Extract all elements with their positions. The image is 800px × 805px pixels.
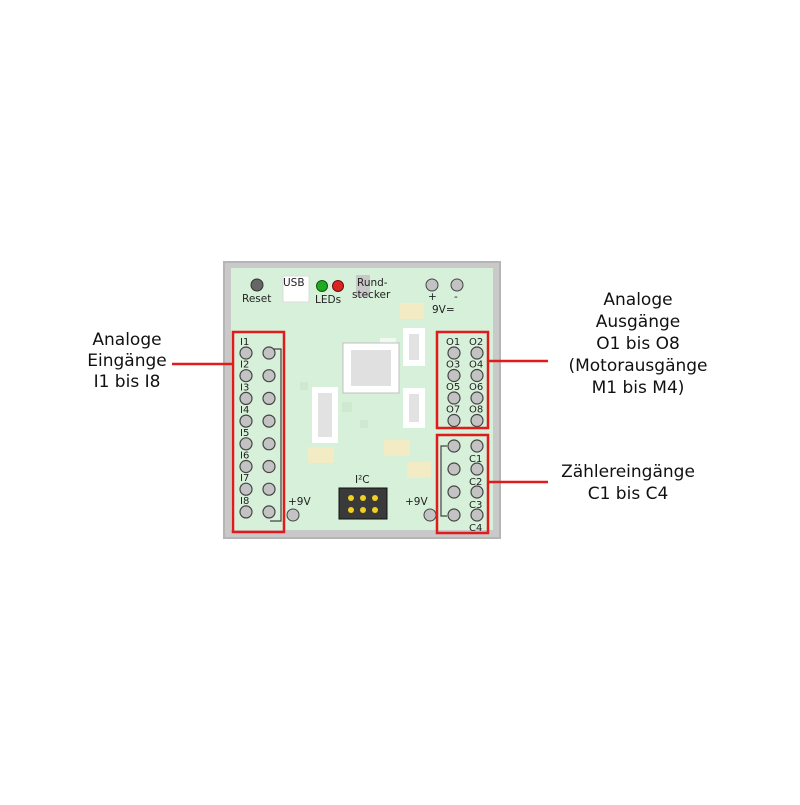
outputs-callout-line: Analoge: [603, 290, 672, 310]
output-pin-o2[interactable]: [470, 346, 484, 360]
rund-label-line1: Rund-: [357, 277, 388, 289]
counter-ground-rail: [440, 445, 447, 517]
ground-rail: [270, 348, 282, 522]
outputs-callout-line: O1 bis O8: [596, 334, 680, 354]
input-ground-pin[interactable]: [262, 459, 276, 474]
power-plus-label: +: [428, 291, 437, 303]
inputs-callout: Analoge Eingänge I1 bis I8: [87, 330, 166, 392]
counters-callout-line: Zählereingänge: [561, 462, 695, 482]
counter-pin-c4[interactable]: [470, 508, 484, 522]
outputs-callout: Analoge Ausgänge O1 bis O8 (Motorausgäng…: [568, 290, 707, 398]
usb-label: USB: [283, 277, 305, 289]
power-minus-pin[interactable]: [450, 278, 464, 292]
leds-label: LEDs: [315, 294, 341, 306]
output-pin-o5[interactable]: [447, 391, 461, 405]
counter-pin-c2[interactable]: [470, 462, 484, 476]
pin-label: O4: [469, 360, 483, 371]
usb-port[interactable]: [282, 275, 310, 303]
pin-label: C2: [469, 477, 482, 488]
pin-label: O8: [469, 405, 483, 416]
counters-callout: Zählereingänge C1 bis C4: [561, 462, 695, 504]
input-pin-i5[interactable]: [239, 437, 253, 451]
input-pin-i7[interactable]: [239, 482, 253, 496]
counters-callout-line: C1 bis C4: [588, 484, 669, 504]
inputs-callout-line: Analoge: [92, 330, 161, 350]
plus9v-right-label: +9V: [405, 496, 428, 508]
reset-button[interactable]: [250, 278, 264, 292]
power-label: 9V=: [432, 304, 455, 316]
counter-pin-c3[interactable]: [470, 485, 484, 499]
input-pin-i1[interactable]: [239, 346, 253, 360]
inputs-callout-line: Eingänge: [87, 351, 166, 371]
led-green-icon: [316, 280, 328, 292]
counters-highlight-box: [435, 433, 490, 535]
outputs-highlight-box: [435, 330, 490, 430]
pin-label: I2: [240, 360, 249, 371]
rund-label-line2: stecker: [352, 289, 391, 301]
input-ground-pin[interactable]: [262, 414, 276, 428]
pin-label: O7: [446, 405, 460, 416]
counter-pin-c1[interactable]: [470, 439, 484, 453]
pin-label: I7: [240, 473, 249, 484]
pin-label: I3: [240, 382, 249, 393]
input-pin-i2[interactable]: [239, 369, 253, 383]
input-pin-i4[interactable]: [239, 414, 253, 428]
power-plus-pin[interactable]: [425, 278, 439, 292]
pin-label: O3: [446, 360, 460, 371]
pin-label: I4: [240, 405, 249, 416]
counter-ground-pin[interactable]: [447, 462, 461, 476]
outputs-callout-line: Ausgänge: [596, 312, 681, 332]
input-ground-pin[interactable]: [262, 505, 276, 519]
counter-ground-pin[interactable]: [447, 485, 461, 499]
reset-label: Reset: [242, 293, 271, 305]
pin-label: C1: [469, 454, 482, 465]
pin-label: C3: [469, 500, 482, 511]
i2c-connector[interactable]: [338, 487, 388, 520]
input-ground-pin[interactable]: [262, 482, 276, 496]
i2c-pins: [348, 495, 378, 513]
output-pin-o1[interactable]: [447, 346, 461, 360]
pin-label: I1: [240, 337, 249, 348]
input-pin-i6[interactable]: [239, 459, 253, 474]
input-ground-pin[interactable]: [262, 437, 276, 451]
pin-label: I6: [240, 451, 249, 462]
input-ground-pin[interactable]: [262, 369, 276, 383]
output-pin-o6[interactable]: [470, 391, 484, 405]
pin-label: O6: [469, 382, 483, 393]
input-pin-i3[interactable]: [239, 391, 253, 405]
pin-label: O2: [469, 337, 483, 348]
pin-label: I8: [240, 496, 249, 507]
input-pin-i8[interactable]: [239, 505, 253, 519]
inputs-callout-line: I1 bis I8: [94, 372, 161, 392]
outputs-callout-line: (Motorausgänge: [568, 356, 707, 376]
plus9v-right-pin[interactable]: [423, 508, 437, 522]
output-pin-o8[interactable]: [470, 413, 484, 428]
inputs-highlight-box: [231, 330, 286, 534]
power-minus-label: -: [454, 291, 458, 303]
pin-label: O1: [446, 337, 460, 348]
i2c-label: I²C: [355, 474, 370, 486]
pcb-details: [300, 303, 431, 478]
output-pin-o7[interactable]: [447, 413, 461, 428]
output-pin-o4[interactable]: [470, 368, 484, 383]
led-red-icon: [332, 280, 344, 292]
pin-label: C4: [469, 523, 482, 534]
plus9v-left-label: +9V: [288, 496, 311, 508]
plus9v-left-pin[interactable]: [286, 508, 300, 522]
pin-label: O5: [446, 382, 460, 393]
input-ground-pin[interactable]: [262, 346, 276, 360]
input-ground-pin[interactable]: [262, 391, 276, 405]
round-connector[interactable]: [356, 275, 370, 297]
counter-ground-pin[interactable]: [447, 508, 461, 522]
counter-ground-pin[interactable]: [447, 439, 461, 453]
pin-label: I5: [240, 428, 249, 439]
output-pin-o3[interactable]: [447, 368, 461, 383]
outputs-callout-line: M1 bis M4): [592, 378, 685, 398]
